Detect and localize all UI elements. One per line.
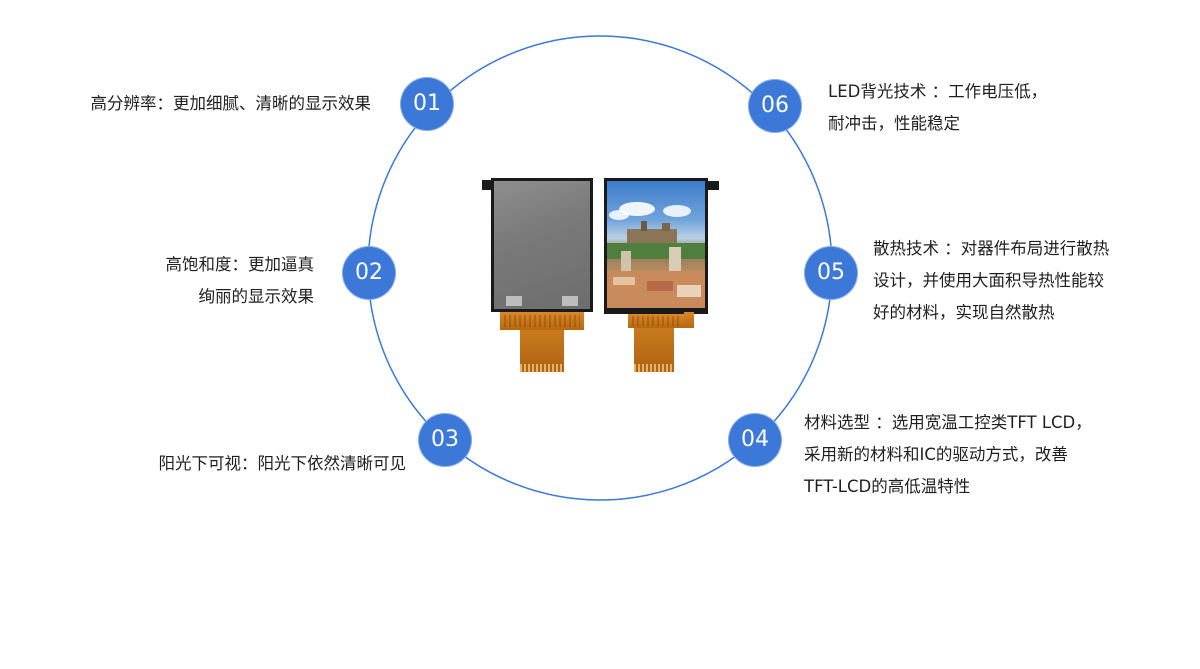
- feature-text-02: 高饱和度：更加逼真 绚丽的显示效果: [166, 249, 315, 313]
- feature-badge-02: 02: [342, 246, 396, 300]
- feature-text-01: 高分辨率：更加细腻、清晰的显示效果: [91, 88, 372, 120]
- feature-text-06: LED背光技术 ：工作电压低， 耐冲击，性能稳定: [828, 76, 1047, 140]
- feature-text-05: 散热技术 ：对器件布局进行散热 设计，并使用大面积导热性能较 好的材料，实现自然…: [873, 233, 1109, 329]
- lcd-module-front-image: [604, 178, 722, 374]
- feature-text-line: 采用新的材料和IC的驱动方式，改善: [804, 445, 1068, 464]
- feature-text-line: 高饱和度：更加逼真: [165, 255, 315, 274]
- feature-text-line: 材料选型 ：选用宽温工控类TFT LCD，: [804, 413, 1092, 432]
- feature-text-line: 耐冲击，性能稳定: [828, 114, 960, 133]
- feature-text-line: 好的材料，实现自然散热: [873, 303, 1055, 322]
- lcd-module-back-image: [482, 178, 600, 374]
- feature-badge-04: 04: [728, 413, 782, 467]
- feature-badge-06: 06: [748, 79, 802, 133]
- feature-text-03: 阳光下可视：阳光下依然清晰可见: [159, 448, 407, 480]
- feature-text-line: TFT-LCD的高低温特性: [804, 477, 971, 496]
- feature-text-line: 高分辨率：更加细腻、清晰的显示效果: [90, 94, 372, 113]
- feature-text-line: LED背光技术 ：工作电压低，: [828, 82, 1048, 101]
- feature-text-04: 材料选型 ：选用宽温工控类TFT LCD， 采用新的材料和IC的驱动方式，改善 …: [804, 407, 1092, 503]
- feature-text-line: 散热技术 ：对器件布局进行散热: [873, 239, 1110, 258]
- feature-text-line: 阳光下可视：阳光下依然清晰可见: [158, 454, 407, 473]
- landscape-photo: [607, 181, 705, 308]
- feature-text-line: 绚丽的显示效果: [198, 287, 315, 306]
- feature-badge-05: 05: [804, 246, 858, 300]
- feature-badge-03: 03: [418, 413, 472, 467]
- feature-badge-01: 01: [400, 77, 454, 131]
- feature-text-line: 设计，并使用大面积导热性能较: [873, 271, 1104, 290]
